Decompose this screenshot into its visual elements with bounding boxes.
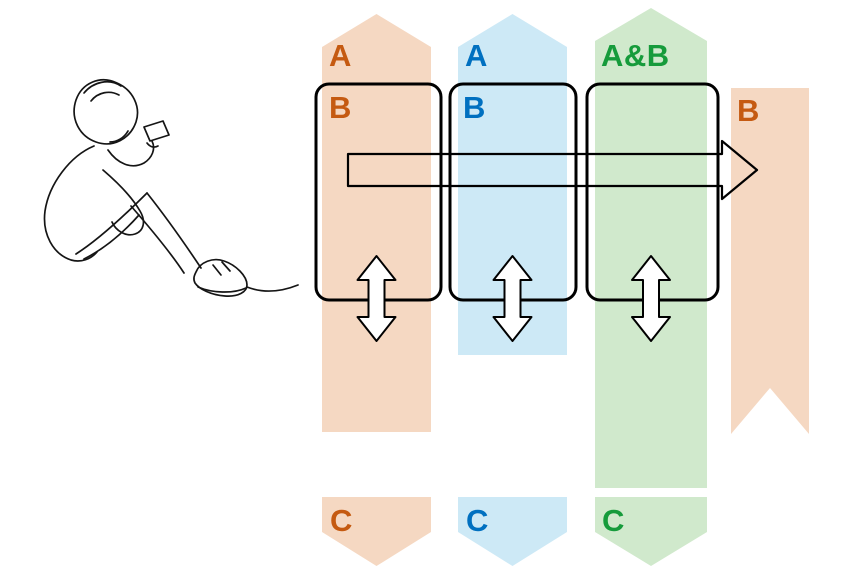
seated-person-illustration <box>43 79 299 297</box>
label-box-left: B <box>329 90 352 125</box>
flow-arrow-right-icon <box>346 139 759 201</box>
stream-right-tail <box>595 497 707 566</box>
stream-middle-band <box>458 14 567 355</box>
label-stream-right-bottom: C <box>602 503 625 538</box>
label-stream-left-top: A <box>329 38 352 73</box>
label-stream-right-top: A&B <box>601 38 670 73</box>
exchange-arrow-right-icon <box>631 255 671 342</box>
stream-middle-tail <box>458 497 567 566</box>
exchange-arrow-middle-icon <box>492 255 533 342</box>
stream-right-band <box>595 8 707 488</box>
label-outgoing-band: B <box>737 93 760 128</box>
label-stream-middle-bottom: C <box>466 503 489 538</box>
stream-left-tail <box>322 497 431 566</box>
label-box-middle: B <box>463 90 486 125</box>
outgoing-band <box>731 88 809 434</box>
label-stream-left-bottom: C <box>330 503 353 538</box>
stream-left-band <box>322 14 431 432</box>
label-stream-middle-top: A <box>465 38 488 73</box>
exchange-arrow-left-icon <box>356 255 397 342</box>
